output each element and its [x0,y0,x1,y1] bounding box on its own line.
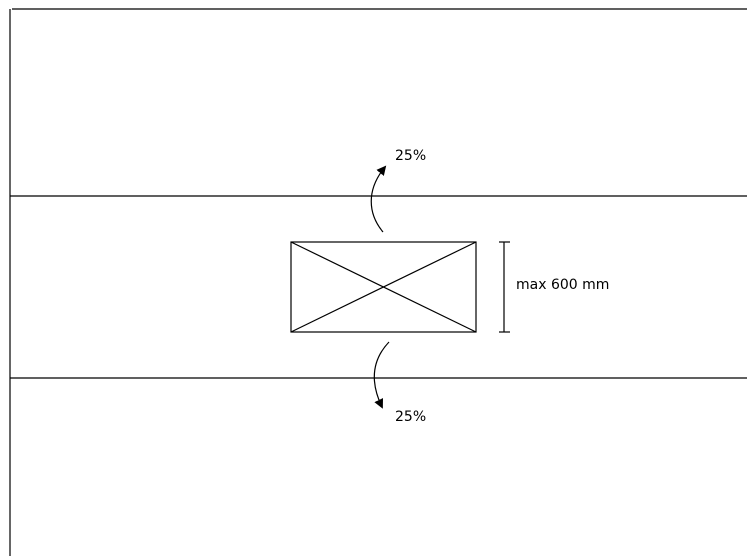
top-percent-label: 25% [395,148,426,164]
dimension-label: max 600 mm [516,277,609,293]
crossed-box-diagonal-2 [290,241,477,333]
upward-curved-arrow [370,165,387,233]
bottom-percent-label: 25% [395,409,426,425]
crossed-box [290,241,477,333]
dimension-bracket [499,241,510,333]
crossed-box-outline [290,241,477,333]
downward-curved-arrow [373,341,390,409]
